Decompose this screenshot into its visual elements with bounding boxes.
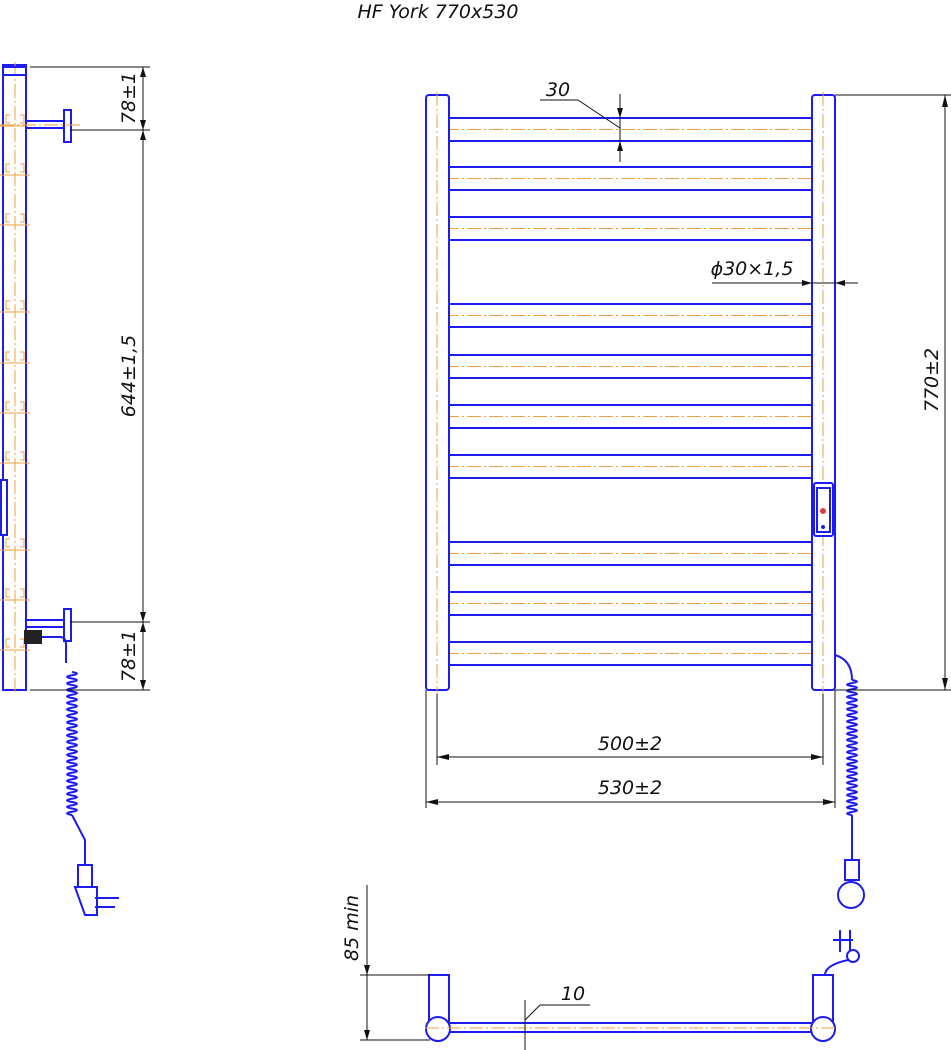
side-dimensions: 78±1 644±1,5 78±1	[30, 66, 150, 691]
side-bar-mark	[0, 351, 30, 364]
svg-text:644±1,5: 644±1,5	[118, 335, 140, 417]
front-view: 770±2 500±2 530±2 30 ϕ30×1,5	[425, 79, 951, 976]
dimension-85: 85 min	[341, 895, 363, 961]
side-view: 78±1 644±1,5 78±1	[0, 62, 150, 916]
dimension-pipe: ϕ30×1,5	[711, 258, 858, 286]
svg-text:500±2: 500±2	[598, 733, 662, 755]
side-bar-mark	[0, 300, 30, 313]
side-bar-mark	[0, 213, 30, 226]
side-bar-mark	[0, 401, 30, 414]
horizontal-bars	[445, 117, 816, 666]
wall-bracket-top	[0, 109, 80, 143]
drawing-title: HF York 770x530	[357, 1, 518, 23]
dimension-30: 30	[540, 79, 623, 162]
svg-text:78±1: 78±1	[118, 630, 140, 682]
svg-text:ϕ30×1,5: ϕ30×1,5	[711, 258, 794, 280]
side-bar-mark	[0, 163, 30, 176]
dimension-530: 530±2	[425, 690, 836, 808]
dimension-10: 10	[561, 983, 585, 1005]
controller	[813, 482, 834, 537]
top-view: 85 min 10	[341, 885, 838, 1050]
svg-text:530±2: 530±2	[598, 777, 662, 799]
spiral-cable	[66, 671, 78, 816]
side-bar-mark	[0, 538, 30, 551]
dimension-500: 500±2	[436, 694, 824, 765]
dimension-770: 770±2	[835, 94, 951, 691]
svg-text:78±1: 78±1	[118, 72, 140, 124]
side-bar-mark	[0, 451, 30, 464]
svg-text:770±2: 770±2	[921, 348, 943, 412]
svg-text:30: 30	[546, 79, 570, 101]
plug-icon	[73, 864, 119, 916]
spiral-cable	[846, 679, 858, 816]
wall-bracket-bottom	[24, 608, 72, 663]
side-bar-mark	[0, 588, 30, 601]
plug-icon	[824, 859, 865, 976]
